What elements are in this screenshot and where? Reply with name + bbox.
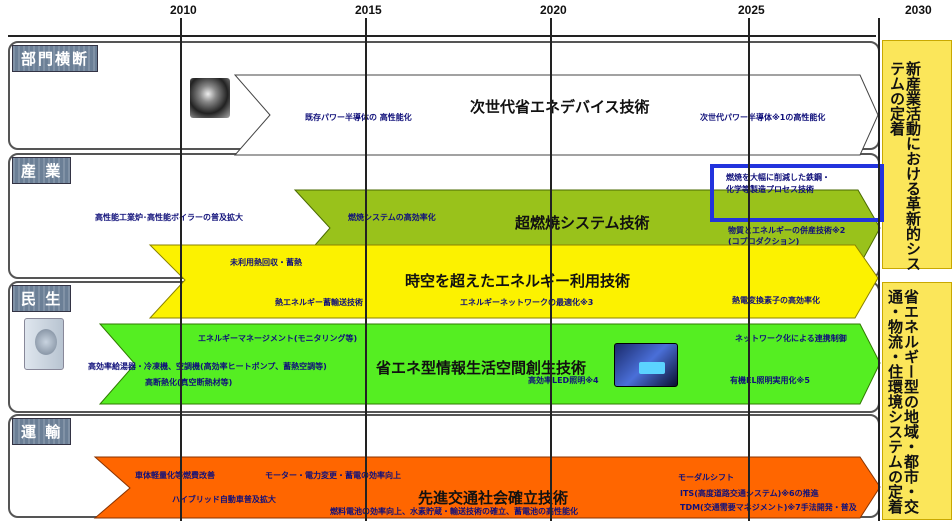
tech-timespace: 時空を超えたエネルギー利用技術 <box>405 272 631 290</box>
arrow-info <box>98 323 881 405</box>
tech-info: 省エネ型情報生活空間創生技術 <box>376 359 587 377</box>
year-2020: 2020 <box>540 3 567 17</box>
side-box-top-text: 新産業活動における革新的システムの定着 <box>888 61 949 271</box>
year-2025: 2025 <box>738 3 765 17</box>
note-s4: 熱電変換素子の高効率化 <box>732 296 820 305</box>
note-d1: 既存パワー半導体の 高性能化 <box>305 113 412 122</box>
arrow-device <box>233 74 879 156</box>
note-d2: 次世代パワー半導体※1の高性能化 <box>700 113 826 122</box>
note-c6: (コプロダクション) <box>728 237 800 246</box>
note-c2: 燃焼システムの高効率化 <box>348 213 436 222</box>
year-line-2010 <box>180 18 182 521</box>
tech-traffic: 先進交通社会確立技術 <box>418 489 569 507</box>
note-c1: 高性能工業炉･高性能ボイラーの普及拡大 <box>95 213 243 222</box>
year-line-2020 <box>550 18 552 521</box>
tech-device: 次世代省エネデバイス技術 <box>470 98 650 116</box>
note-c3: 燃焼を大幅に削減した鉄鋼・ <box>726 173 830 182</box>
note-s1: 未利用熱回収・蓄熱 <box>230 258 302 267</box>
note-t1: 車体軽量化等燃費改善 <box>135 471 215 480</box>
year-2015: 2015 <box>355 3 382 17</box>
side-box-bottom-text: 省エネルギー型の地域・都市・交通・物流・住環境システムの定着 <box>886 289 949 514</box>
note-i2: 高効率給湯器・冷凍機、空調機(高効率ヒートポンプ、蓄熱空調等) <box>88 362 327 371</box>
side-text-bottom: 省エネルギー型の地域・都市・交通・物流・住環境システムの定着 <box>886 289 920 514</box>
note-t4: ハイブリッド自動車普及拡大 <box>172 495 276 504</box>
side-text-top: 新産業活動における革新的システムの定着 <box>888 61 922 271</box>
note-i6: 有機EL照明実用化※5 <box>730 376 810 385</box>
year-2030: 2030 <box>905 3 932 17</box>
year-line-2025 <box>748 18 750 521</box>
note-c4: 化学等製造プロセス技術 <box>726 185 814 194</box>
sector-tag-cross: 部門横断 <box>12 45 99 72</box>
note-t5: 燃料電池の効率向上、水素貯蔵・輸送技術の確立、蓄電池の高性能化 <box>330 507 578 516</box>
note-t3: モーダルシフト <box>678 473 734 482</box>
sector-tag-industry: 産 業 <box>12 157 72 184</box>
arrow-traffic <box>93 456 881 519</box>
display-equipment-photo <box>614 343 678 387</box>
top-rule <box>8 35 876 37</box>
year-line-2015 <box>365 18 367 521</box>
note-s2: 熱エネルギー蓄輸送技術 <box>275 298 363 307</box>
note-i3: 高断熱化(真空断熱材等) <box>145 378 233 387</box>
year-line-2030 <box>878 18 880 521</box>
power-semiconductor-photo <box>190 78 230 118</box>
note-s3: エネルギーネットワークの最適化※3 <box>460 298 594 307</box>
heat-pump-unit-photo <box>24 318 64 370</box>
sector-tag-household: 民 生 <box>12 285 72 312</box>
tech-combustion: 超燃焼システム技術 <box>515 214 650 232</box>
arrow-timespace <box>148 244 879 319</box>
sector-tag-transport: 運 輸 <box>12 418 72 445</box>
highlight-box <box>710 164 884 222</box>
note-t2: モーター・電力変更・蓄電の効率向上 <box>265 471 401 480</box>
side-box-top: 新産業活動における革新的システムの定着 <box>882 40 952 271</box>
side-box-bottom: 省エネルギー型の地域・都市・交通・物流・住環境システムの定着 <box>882 282 952 520</box>
note-c5: 物質とエネルギーの併産技術※2 <box>728 226 846 235</box>
year-2010: 2010 <box>170 3 197 17</box>
note-i1: エネルギーマネージメント(モニタリング等) <box>198 334 358 343</box>
note-i5: 高効率LED照明※4 <box>528 376 599 385</box>
note-i4: ネットワーク化による連携制御 <box>735 334 847 343</box>
note-t7: TDM(交通需要マネジメント)※7手法開発・普及 <box>680 503 857 512</box>
